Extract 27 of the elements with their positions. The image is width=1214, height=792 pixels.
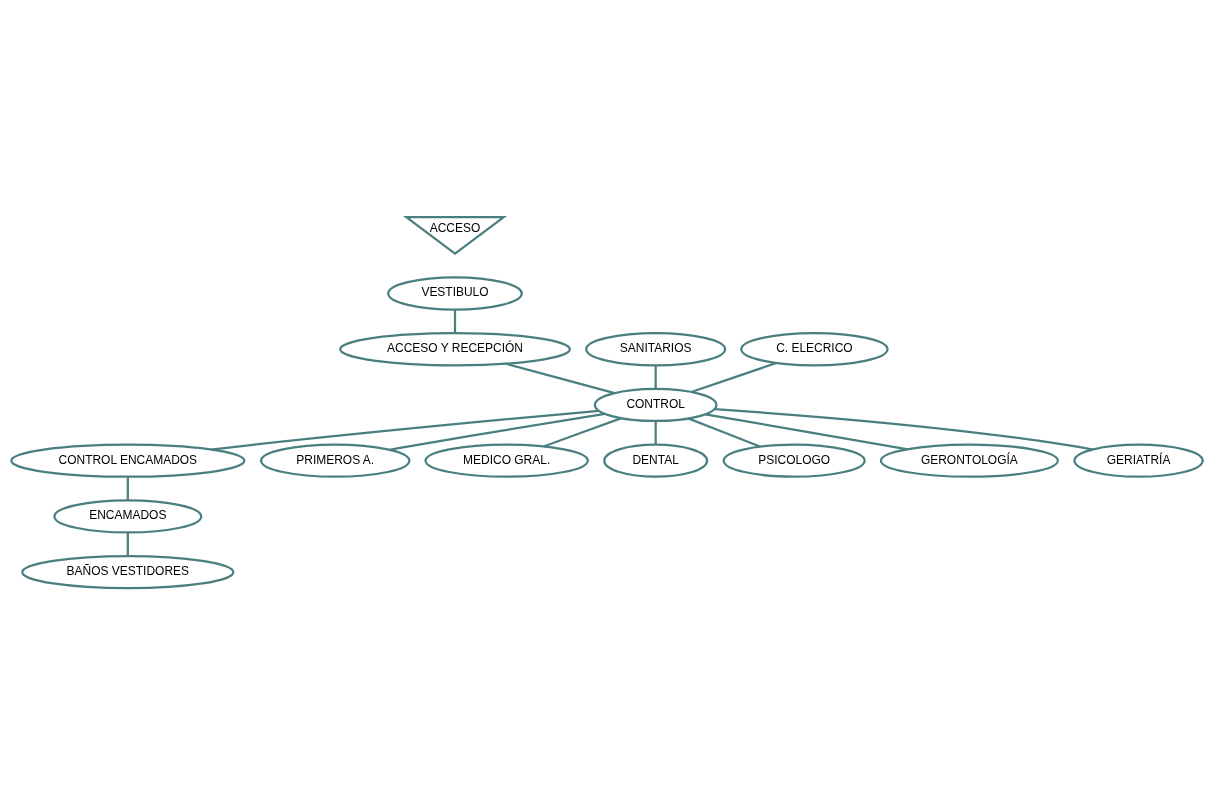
connector xyxy=(504,361,615,394)
connector xyxy=(654,420,657,445)
node-ellipse: SANITARIOS xyxy=(585,331,727,366)
connector xyxy=(389,412,605,451)
connector xyxy=(126,532,129,556)
connector xyxy=(687,416,761,448)
node-ellipse: BAÑOS VESTIDORES xyxy=(21,554,235,589)
connector xyxy=(654,364,657,389)
node-ellipse: ENCAMADOS xyxy=(53,498,203,534)
node-ellipse: DENTAL xyxy=(603,443,709,478)
node-ellipse: C. ELECRICO xyxy=(740,331,889,366)
node-ellipse: PRIMEROS A. xyxy=(259,443,411,478)
node-ellipse: GERIATRÍA xyxy=(1073,443,1204,478)
connector xyxy=(453,309,457,333)
node-ellipse: CONTROL xyxy=(593,387,718,422)
connector xyxy=(211,409,600,451)
connector xyxy=(543,416,622,448)
node-ellipse: VESTIBULO xyxy=(387,275,523,311)
connector xyxy=(690,361,777,393)
connector xyxy=(714,407,1093,451)
node-ellipse: GERONTOLOGÍA xyxy=(879,443,1059,478)
node-ellipse: ACCESO Y RECEPCIÓN xyxy=(339,331,571,366)
node-ellipse: MEDICO GRAL. xyxy=(424,443,589,478)
node-ellipse: CONTROL ENCAMADOS xyxy=(10,443,246,478)
connector xyxy=(126,476,129,500)
node-ellipse: PSICOLOGO xyxy=(722,443,866,478)
connector xyxy=(705,412,908,450)
